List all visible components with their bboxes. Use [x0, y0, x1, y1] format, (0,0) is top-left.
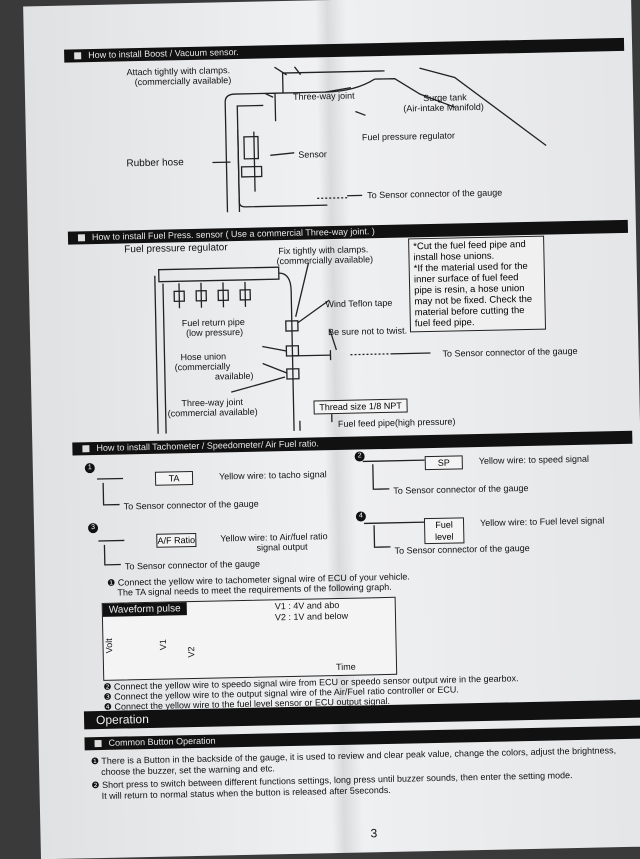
thread-size-box: Thread size 1/8 NPT	[313, 398, 408, 415]
connector-sp: SP	[424, 455, 463, 471]
waveform-title: Waveform pulse	[102, 602, 187, 617]
label-fuel-regulator: Fuel pressure regulator	[361, 130, 456, 143]
waveform-v2-note: V2 : 1V and below	[274, 610, 349, 623]
waveform-volt-label: Volt	[103, 638, 115, 654]
label-commercially-available: (commercially available)	[134, 75, 232, 88]
label-wind-teflon: Wind Teflon tape	[325, 297, 393, 310]
label-three-way-joint: Three-way joint	[292, 90, 355, 102]
label-commercially-available-fuel: (commercially available)	[276, 254, 374, 267]
label-sensor: Sensor	[298, 149, 327, 160]
label-ta-wire: Yellow wire: to tacho signal	[218, 469, 327, 482]
page-number: 3	[370, 826, 378, 841]
connector-ta: TA	[154, 471, 194, 486]
label-fuel-feed-pipe: Fuel feed pipe(high pressure)	[337, 416, 456, 429]
label-low-pressure: (low pressure)	[185, 326, 244, 339]
label-air-intake: (Air-intake Manifold)	[403, 101, 484, 114]
connector-af: A/F Ratio	[156, 532, 197, 548]
instruction-sheet: How to install Boost / Vacuum sensor. At…	[23, 0, 640, 859]
label-af-wire2: signal output	[256, 541, 308, 553]
waveform-time-label: Time	[335, 661, 356, 673]
label-no-twist: Be sure not to twist.	[327, 325, 408, 338]
fuel-pipe-note: *Cut the fuel feed pipe and install hose…	[408, 235, 547, 333]
label-three-way-commercial: (commercial available)	[167, 406, 258, 419]
label-available: available)	[214, 370, 254, 382]
connector-fuel-level: Fuel level	[423, 517, 465, 545]
label-sp-wire: Yellow wire: to speed signal	[478, 453, 590, 467]
waveform-panel: Waveform pulse V1 : 4V and abo V2 : 1V a…	[101, 596, 398, 681]
label-fuel-pressure-regulator: Fuel pressure regulator	[124, 242, 228, 256]
waveform-v2-axis: V2	[186, 646, 197, 658]
waveform-v1-axis: V1	[157, 639, 169, 651]
label-rubber-hose: Rubber hose	[126, 157, 184, 170]
